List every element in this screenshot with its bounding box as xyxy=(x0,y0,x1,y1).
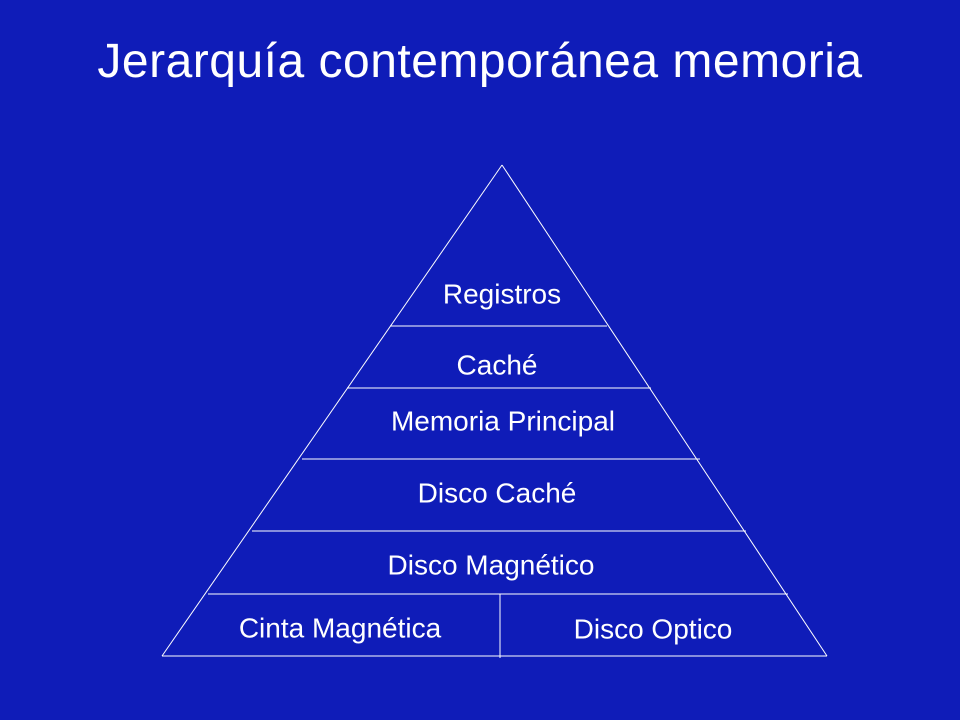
pyramid-left-edge xyxy=(161,164,503,657)
base-label-cinta-magnetica: Cinta Magnética xyxy=(239,612,442,643)
slide-title: Jerarquía contemporánea memoria xyxy=(97,35,863,88)
level-label-registros: Registros xyxy=(443,278,561,309)
base-label-disco-optico: Disco Optico xyxy=(574,613,733,644)
pyramid-right-edge xyxy=(501,164,828,657)
level-label-disco-cache: Disco Caché xyxy=(418,477,577,508)
level-label-disco-magnetico: Disco Magnético xyxy=(388,549,595,580)
level-label-cache: Caché xyxy=(457,349,538,380)
level-label-memoria-principal: Memoria Principal xyxy=(391,405,615,436)
